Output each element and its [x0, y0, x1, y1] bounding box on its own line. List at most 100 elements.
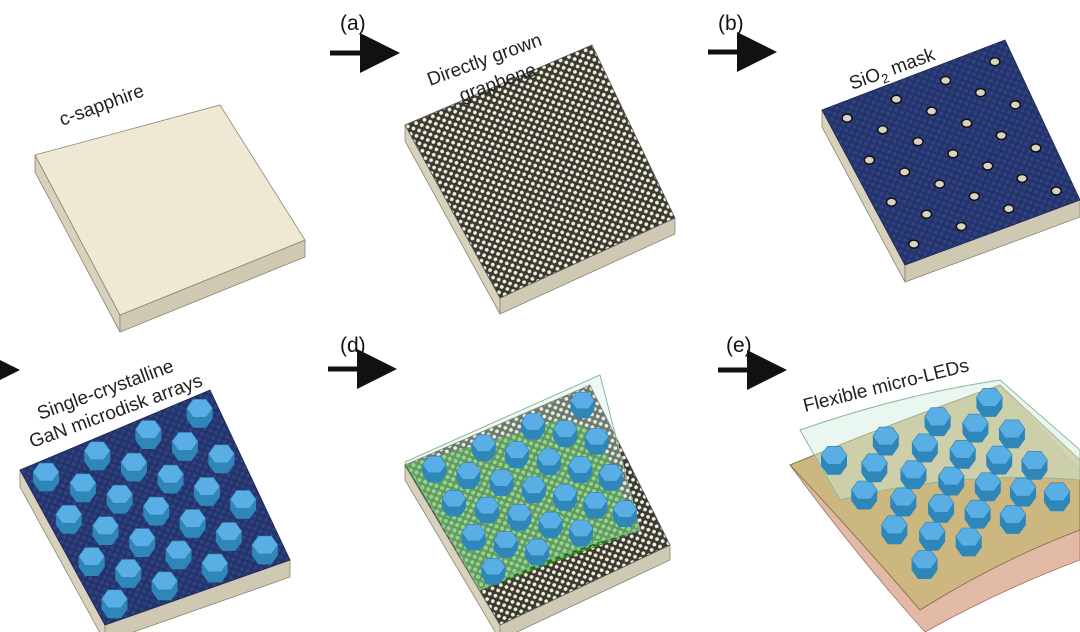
transfer-film-panel — [404, 374, 671, 632]
gan-microdisk — [83, 441, 111, 471]
gan-microdisk — [165, 540, 192, 570]
step-label-a: (a) — [340, 12, 366, 35]
mask-opening — [912, 136, 924, 147]
gan-microdisk — [55, 504, 83, 534]
gan-microdisk — [461, 524, 487, 551]
gan-microdisk — [570, 391, 595, 419]
gan-microdisk — [135, 420, 162, 449]
gan-microdisk — [422, 455, 447, 483]
mask-opening — [981, 161, 994, 171]
gan-microdisk — [985, 445, 1013, 475]
gan-microdisk — [474, 496, 500, 524]
gan-microdisk — [999, 505, 1027, 534]
gan-microdisk — [186, 399, 214, 428]
gan-microdisk — [911, 433, 939, 463]
gan-microdisk — [937, 466, 965, 496]
gan-microdisk — [179, 509, 207, 538]
gan-microdisk — [208, 444, 235, 474]
gan-microdisk — [520, 413, 546, 440]
mask-opening — [955, 221, 968, 232]
gan-microdisk — [820, 446, 848, 475]
gan-microdisk — [538, 511, 564, 539]
gan-microdisk — [598, 464, 624, 491]
gan-microdisk — [612, 500, 638, 528]
gan-microdisk — [881, 515, 908, 545]
gan-microdisk — [480, 558, 506, 585]
gan-microdisk — [552, 420, 578, 447]
gan-microdisk — [998, 419, 1026, 449]
gan-microdisk — [78, 547, 106, 576]
gan-microdisk — [171, 432, 199, 461]
sio2-mask-substrate — [821, 39, 1080, 283]
gan-microdisk — [568, 456, 593, 483]
gan-microdisk — [872, 426, 900, 456]
mask-opening — [925, 106, 938, 116]
mask-opening — [1050, 186, 1063, 196]
gan-microdisk — [974, 472, 1002, 502]
mask-opening — [890, 94, 903, 105]
gan-microdisk — [521, 476, 547, 504]
gan-microdisk — [32, 462, 60, 492]
gan-microdisk — [504, 441, 530, 468]
gan-microdisk — [506, 504, 532, 531]
gan-microdisk — [964, 499, 991, 529]
gan-microdisk — [860, 453, 888, 483]
gan-microdisk — [489, 469, 514, 496]
gan-microdisk — [229, 490, 257, 519]
mask-opening — [947, 149, 959, 159]
gan-microdisk — [524, 538, 550, 566]
mask-opening — [1003, 204, 1015, 214]
step-label-d: (d) — [340, 334, 366, 357]
gan-microdisk — [583, 492, 608, 519]
gan-microdisk — [536, 448, 562, 476]
gan-microdisk — [114, 559, 142, 588]
gan-microdisk — [142, 496, 170, 526]
gan-microdisk — [106, 484, 134, 514]
mask-opening — [841, 113, 853, 123]
gan-microdisk — [201, 553, 229, 583]
gan-microdisk — [456, 462, 481, 489]
step-label-e: (e) — [726, 334, 752, 357]
gan-microdisk — [193, 477, 221, 506]
gan-microdisk — [568, 519, 594, 547]
gan-microdisk — [552, 484, 578, 511]
mask-opening — [920, 209, 933, 219]
gan-microdisk — [1009, 477, 1037, 507]
mask-opening — [876, 125, 889, 135]
gan-microdisk — [911, 550, 938, 580]
mask-opening — [995, 130, 1008, 141]
mask-opening — [968, 191, 981, 202]
graphene-on-sapphire — [404, 44, 676, 315]
flexible-micro-led-panel — [789, 379, 1080, 632]
gan-microdisk — [157, 464, 184, 494]
gan-microdisk-substrate — [19, 389, 291, 632]
gan-microdisk — [120, 452, 148, 482]
gan-microdisk — [101, 589, 128, 619]
mask-opening — [960, 118, 973, 129]
gan-microdisk — [128, 528, 156, 557]
mask-opening — [863, 155, 876, 165]
mask-opening — [989, 56, 1001, 67]
gan-microdisk — [471, 434, 497, 462]
gan-microdisk — [976, 388, 1003, 417]
mask-opening — [1030, 143, 1042, 153]
sapphire-substrate — [34, 104, 306, 333]
gan-microdisk — [889, 487, 917, 517]
gan-microdisk — [151, 571, 179, 601]
gan-microdisk — [850, 480, 878, 510]
step-label-b: (b) — [718, 12, 744, 35]
gan-microdisk — [69, 473, 97, 503]
gan-microdisk — [918, 521, 946, 551]
mask-opening — [933, 179, 946, 189]
gan-microdisk — [927, 494, 955, 523]
mask-opening — [885, 197, 898, 207]
gan-microdisk — [962, 413, 989, 443]
mask-opening — [1016, 173, 1028, 184]
gan-microdisk — [251, 535, 279, 565]
gan-microdisk — [955, 527, 983, 557]
gan-microdisk — [900, 460, 927, 490]
gan-microdisk — [924, 407, 951, 437]
mask-opening — [898, 167, 911, 177]
gan-microdisk — [949, 439, 977, 469]
